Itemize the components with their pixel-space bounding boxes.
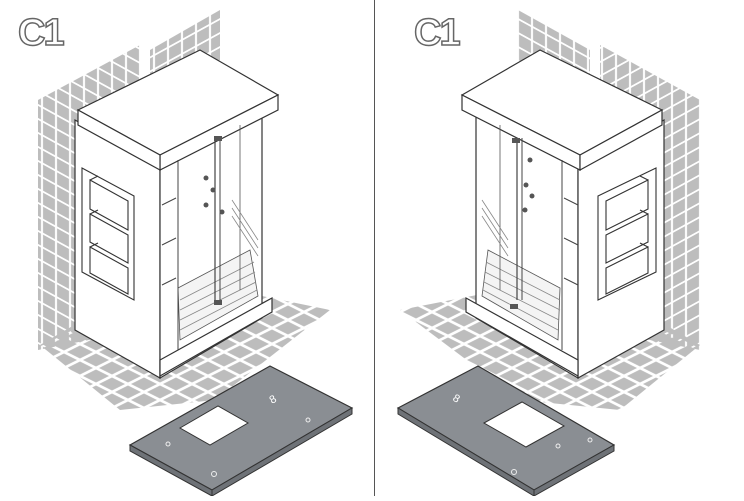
- right-glass-reflection: [481, 199, 509, 257]
- right-corner-shelves: [563, 197, 579, 286]
- left-glass-reflection: [231, 199, 259, 257]
- right-cabin-tray: [465, 296, 579, 378]
- left-jets: [203, 175, 225, 215]
- right-hinge-top: [512, 138, 520, 143]
- right-base-cutout: [482, 401, 566, 448]
- left-shower-diagram: 8: [38, 10, 354, 497]
- right-base-mark: 8: [451, 392, 462, 405]
- left-cabin-roof-side: [77, 108, 161, 172]
- left-hinge-top: [214, 136, 222, 141]
- left-base-cutout: [178, 405, 250, 446]
- right-panel-label: C1: [413, 12, 461, 54]
- left-floor-slats: [177, 249, 259, 341]
- right-base-plate: 8: [396, 365, 616, 497]
- right-hinge-bottom: [510, 304, 518, 309]
- left-corner-shelves: [161, 197, 177, 286]
- left-side-shelf-unit: [81, 167, 135, 301]
- panel-divider: [374, 0, 375, 496]
- left-panel-label: C1: [17, 12, 65, 54]
- left-base-mark: 8: [268, 393, 279, 406]
- left-cabin-tray: [159, 296, 273, 378]
- right-side-shelf-unit: [597, 167, 657, 301]
- left-base-plate: 8: [128, 365, 354, 497]
- right-jets: [522, 157, 535, 213]
- right-floor-slats: [481, 249, 561, 341]
- left-hinge-bottom: [214, 300, 222, 305]
- right-cabin-roof-side: [579, 108, 663, 172]
- right-shower-diagram: 8: [396, 10, 700, 497]
